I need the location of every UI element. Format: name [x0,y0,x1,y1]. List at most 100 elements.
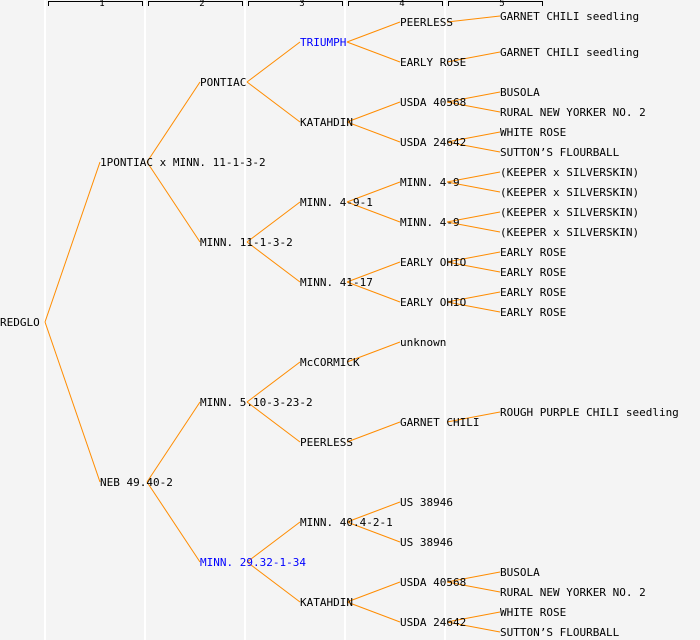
pedigree-node[interactable]: PEERLESS [300,436,353,449]
pedigree-node[interactable]: MINN. 4-9-1 [300,196,373,209]
pedigree-node[interactable]: BUSOLA [500,566,540,579]
pedigree-link [346,261,401,283]
pedigree-node[interactable]: KATAHDIN [300,596,353,609]
pedigree-link [446,141,501,153]
pedigree-node[interactable]: RURAL NEW YORKER NO. 2 [500,586,646,599]
column-separator [344,0,346,640]
generation-number: 3 [299,0,305,9]
pedigree-node[interactable]: GARNET CHILI seedling [500,10,640,23]
pedigree-link [346,21,401,43]
pedigree-node[interactable]: WHITE ROSE [500,606,567,619]
pedigree-link [246,201,301,243]
pedigree-node[interactable]: WHITE ROSE [500,126,567,139]
pedigree-node[interactable]: MINN. 11-1-3-2 [200,236,293,249]
pedigree-link [446,571,501,583]
pedigree-node[interactable]: MINN. 29.32-1-34 [200,556,306,569]
pedigree-link [446,291,501,303]
pedigree-node[interactable]: SUTTON’S FLOURBALL [500,626,620,639]
pedigree-node[interactable]: EARLY ROSE [500,266,567,279]
pedigree-link [246,41,301,83]
generation-bracket [448,1,543,6]
pedigree-link [446,261,501,273]
pedigree-link [146,481,201,563]
pedigree-link [346,101,401,123]
pedigree-node[interactable]: EARLY ROSE [500,286,567,299]
pedigree-link [44,321,101,483]
generation-bracket [348,1,443,6]
pedigree-node[interactable]: USDA 40568 [400,576,467,589]
pedigree-link [446,91,501,103]
pedigree-link [246,561,301,603]
column-separator [144,0,146,640]
pedigree-link [346,201,401,223]
pedigree-node[interactable]: (KEEPER x SILVERSKIN) [500,226,640,239]
pedigree-link [446,611,501,623]
pedigree-node[interactable]: USDA 24642 [400,616,467,629]
pedigree-link [346,41,401,63]
pedigree-node[interactable]: unknown [400,336,447,349]
pedigree-node[interactable]: EARLY ROSE [500,246,567,259]
pedigree-node[interactable]: SUTTON’S FLOURBALL [500,146,620,159]
pedigree-node[interactable]: NEB 49.40-2 [100,476,173,489]
pedigree-node[interactable]: RURAL NEW YORKER NO. 2 [500,106,646,119]
pedigree-node[interactable]: EARLY ROSE [500,306,567,319]
pedigree-link [446,621,501,633]
pedigree-node[interactable]: 1PONTIAC x MINN. 11-1-3-2 [100,156,266,169]
pedigree-node[interactable]: EARLY OHIO [400,256,467,269]
pedigree-node[interactable]: GARNET CHILI seedling [500,46,640,59]
column-separator [244,0,246,640]
pedigree-link [346,521,401,543]
pedigree-node[interactable]: PEERLESS [400,16,453,29]
generation-number: 5 [499,0,505,9]
generation-bracket [148,1,243,6]
pedigree-node[interactable]: ROUGH PURPLE CHILI seedling [500,406,679,419]
pedigree-link [446,51,501,63]
pedigree-node[interactable]: MINN. 4-9 [400,176,460,189]
pedigree-link [446,181,501,193]
pedigree-link [44,161,101,323]
pedigree-node[interactable]: MINN. 4-9 [400,216,460,229]
pedigree-link [346,341,401,363]
pedigree-link [246,521,301,563]
generation-number: 2 [199,0,205,9]
pedigree-link [446,211,501,223]
column-separator [444,0,446,640]
pedigree-node[interactable]: PONTIAC [200,76,247,89]
pedigree-node[interactable]: (KEEPER x SILVERSKIN) [500,166,640,179]
pedigree-node[interactable]: US 38946 [400,496,453,509]
pedigree-link [446,131,501,143]
generation-bracket [248,1,343,6]
column-separator [44,0,46,640]
pedigree-node[interactable]: MINN. 5.10-3-23-2 [200,396,313,409]
pedigree-node[interactable]: EARLY OHIO [400,296,467,309]
pedigree-node[interactable]: KATAHDIN [300,116,353,129]
generation-bracket [48,1,143,6]
pedigree-link [346,281,401,303]
pedigree-node[interactable]: USDA 40568 [400,96,467,109]
pedigree-link [346,581,401,603]
pedigree-link [446,171,501,183]
pedigree-link [246,241,301,283]
pedigree-link [446,101,501,113]
pedigree-node[interactable]: (KEEPER x SILVERSKIN) [500,206,640,219]
pedigree-node[interactable]: MINN. 41-17 [300,276,373,289]
pedigree-node[interactable]: EARLY ROSE [400,56,467,69]
pedigree-link [446,301,501,313]
pedigree-link [446,251,501,263]
pedigree-node[interactable]: GARNET CHILI [400,416,480,429]
pedigree-node[interactable]: MINN. 40.4-2-1 [300,516,393,529]
pedigree-node[interactable]: (KEEPER x SILVERSKIN) [500,186,640,199]
pedigree-node[interactable]: McCORMICK [300,356,360,369]
root-variety[interactable]: REDGLO [0,316,40,329]
pedigree-node[interactable]: USDA 24642 [400,136,467,149]
pedigree-node[interactable]: BUSOLA [500,86,540,99]
pedigree-link [346,601,401,623]
pedigree-node[interactable]: TRIUMPH [300,36,347,49]
pedigree-node[interactable]: US 38946 [400,536,453,549]
pedigree-link [346,181,401,203]
generation-number: 1 [99,0,105,9]
pedigree-link [346,421,401,443]
pedigree-link [446,221,501,233]
